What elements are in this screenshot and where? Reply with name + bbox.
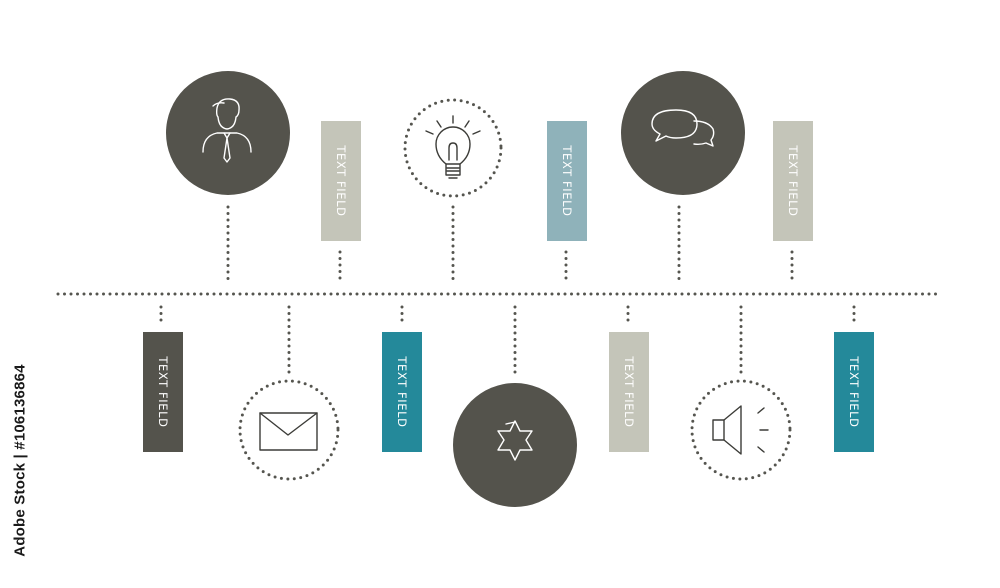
- star-icon: [497, 420, 533, 461]
- envelope-circle: [238, 379, 340, 481]
- text-field-5: TEXT FIELD: [382, 332, 422, 452]
- text-field-box: [143, 332, 183, 452]
- stock-id-text: Adobe Stock | #106136864: [11, 363, 29, 557]
- speaker-node: [690, 379, 792, 481]
- text-field-label: TEXT FIELD: [847, 355, 861, 427]
- star-node: [453, 383, 577, 507]
- text-field-box: [834, 332, 874, 452]
- text-field-box: [547, 121, 587, 241]
- speech-bubbles-icon: [651, 109, 715, 147]
- text-field-6: TEXT FIELD: [609, 332, 649, 452]
- text-field-label: TEXT FIELD: [156, 355, 170, 427]
- star-circle: [453, 383, 577, 507]
- text-field-box: [773, 121, 813, 241]
- text-field-1: TEXT FIELD: [321, 121, 361, 241]
- stock-watermark-label: Adobe Stock | #106136864: [8, 345, 32, 575]
- person-icon: [202, 98, 252, 163]
- text-field-2: TEXT FIELD: [547, 121, 587, 241]
- speech-node: [621, 71, 745, 195]
- lightbulb-icon: [425, 115, 481, 179]
- person-node: [166, 71, 290, 195]
- text-field-box: [382, 332, 422, 452]
- text-field-label: TEXT FIELD: [334, 144, 348, 216]
- speaker-icon: [712, 405, 769, 455]
- text-field-3: TEXT FIELD: [773, 121, 813, 241]
- text-field-box: [609, 332, 649, 452]
- speaker-circle: [690, 379, 792, 481]
- envelope-icon: [259, 412, 318, 451]
- text-field-label: TEXT FIELD: [622, 355, 636, 427]
- envelope-node: [238, 379, 340, 481]
- text-field-box: [321, 121, 361, 241]
- text-field-label: TEXT FIELD: [786, 144, 800, 216]
- speech-circle: [621, 71, 745, 195]
- lightbulb-node: [403, 98, 503, 198]
- text-field-4: TEXT FIELD: [143, 332, 183, 452]
- text-field-7: TEXT FIELD: [834, 332, 874, 452]
- lightbulb-circle: [403, 98, 503, 198]
- text-field-label: TEXT FIELD: [560, 144, 574, 216]
- text-field-label: TEXT FIELD: [395, 355, 409, 427]
